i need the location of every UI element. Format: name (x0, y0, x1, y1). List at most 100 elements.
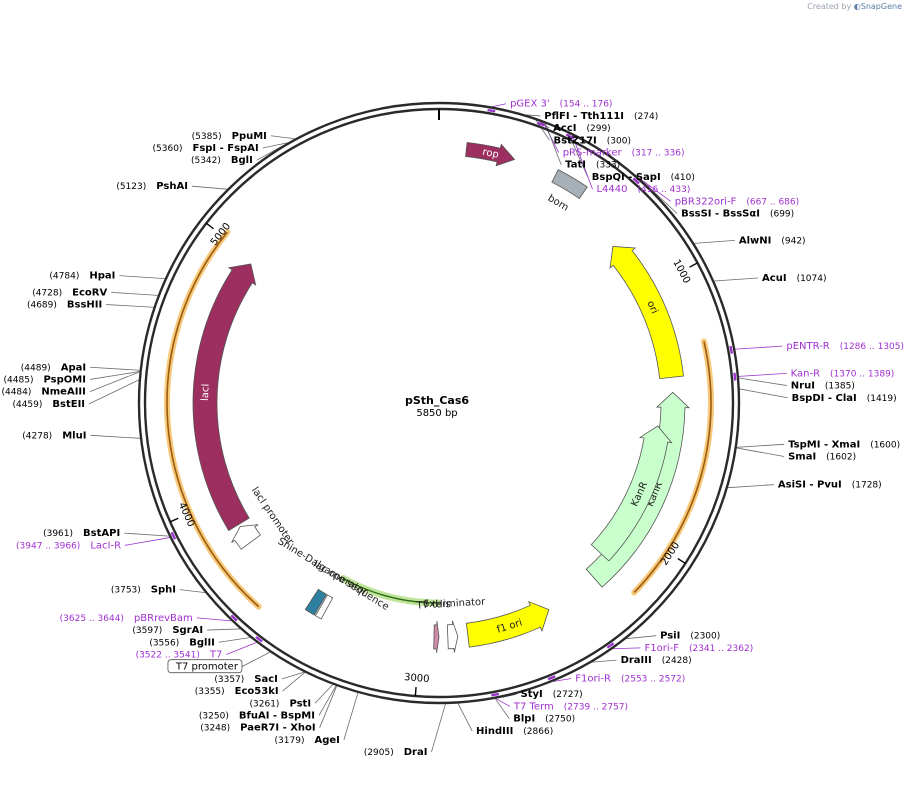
label-name-eco53ki: Eco53kI (235, 686, 279, 697)
label-psti: (3261) PstI (250, 698, 312, 709)
label-nmeaiii: (4484) NmeAIII (1, 387, 85, 398)
label-name-t7: T7 (209, 649, 222, 660)
label-pos-t7: (3522 .. 3541) (136, 650, 200, 660)
label-psii: PsiI(2300) (660, 631, 720, 642)
label-bspqi-sapi: BspQI - SapI (410) (592, 172, 695, 183)
label-bglii: (3556)BglII (149, 637, 215, 648)
label-name-drai: DraI (404, 747, 428, 758)
label-hindiii: HindIII (2866) (476, 726, 553, 737)
plasmid-name: pSth_Cas6 (405, 394, 469, 407)
leader-bgli (256, 145, 283, 161)
leader-smai (736, 447, 785, 457)
label-pos-pspomi: (4485) (4, 375, 34, 385)
backbone-outer-ring (137, 101, 741, 705)
label-name-ppumi: PpuMI (232, 131, 267, 142)
label-name-tspmi-xmai: TspMI - XmaI (788, 439, 860, 450)
label-mlui: (4278) MluI (22, 430, 86, 441)
tick-mark-4000 (169, 517, 179, 523)
label-pspomi: (4485) PspOMI (4, 374, 86, 385)
label-drai: (2905) DraI (364, 747, 428, 758)
label-pos-hpai: (4784) (49, 272, 79, 282)
leader-mlui (90, 434, 141, 439)
label-pos-tati: (333) (596, 161, 620, 171)
tick-label-3000: 3000 (404, 672, 430, 685)
label-pos-agei: (3179) (275, 736, 305, 746)
label-name-bspqi-sapi: BspQI - SapI (592, 172, 661, 183)
label-pos-nrui: (1385) (825, 382, 855, 392)
feature-kanr-4 (590, 425, 673, 562)
leader-blpi (494, 698, 510, 719)
label-name-paer7i-xhoi: PaeR7I - XhoI (240, 723, 316, 734)
label-name-t7-term: T7 Term (513, 701, 554, 712)
label-pos-bfuai-bspmi: (3250) (199, 711, 229, 721)
label-name-pbrrevbam: pBRrevBam (134, 613, 193, 624)
orange-feature-arcs (164, 229, 714, 610)
label-t7-term: T7 Term(2739 .. 2757) (513, 701, 628, 712)
label-pos-f1ori-r: (2553 .. 2572) (621, 675, 685, 685)
label-name-bsshii: BssHII (67, 300, 102, 311)
label-pos-nmeaiii: (4484) (1, 388, 31, 398)
leader-kan-r (738, 372, 787, 377)
label-pos-bsteii: (4459) (12, 400, 42, 410)
label-name-bstz17i: BstZ17I (554, 135, 597, 146)
leader-hpai (119, 275, 165, 280)
leader-pbrrevbam (196, 617, 232, 622)
credit-brand: SnapGene (860, 2, 902, 11)
label-pos-smai: (1602) (826, 452, 856, 462)
leader-sphi (179, 589, 206, 594)
label-alwni: AlwNI(942) (739, 235, 806, 246)
leader-paer7i-xhoi (319, 685, 338, 728)
label-name-bspdi-clai: BspDI - ClaI (792, 393, 857, 404)
label-pos-pbr322ori-f: (667 .. 686) (746, 197, 799, 207)
leader-ecorv (111, 291, 158, 296)
label-bsssi-bsss-i: BssSI - BssSαI (699) (681, 209, 794, 220)
label-pos-hindiii: (2866) (523, 727, 553, 737)
label-pos-bspdi-clai: (1419) (867, 394, 897, 404)
label-name-nmeaiii: NmeAIII (41, 387, 85, 398)
label-pos-drai: (2905) (364, 748, 394, 758)
label-pos-styi: (2727) (553, 690, 583, 700)
label-bsshii: (4689)BssHII (27, 300, 102, 311)
label-name-ecorv: EcoRV (72, 287, 107, 298)
label-pos-apai: (4489) (21, 363, 51, 373)
label-bgli: (5342)BglI (191, 155, 253, 166)
orange-arc-0 (633, 341, 712, 594)
leader-pflfi-tth111i (526, 114, 541, 117)
leader-agei (343, 692, 359, 740)
label-pos-bspqi-sapi: (410) (671, 173, 695, 183)
label-name-prs-marker: pRS-marker (563, 148, 623, 159)
label-prs-marker: pRS-marker(317 .. 336) (563, 148, 685, 159)
label-name-pshai: PshAI (156, 181, 188, 192)
label-pbr322ori-f: pBR322ori-F(667 .. 686) (675, 196, 799, 207)
label-draiii: DraIII(2428) (621, 655, 692, 666)
label-name-bsssi-bsss-i: BssSI - BssSαI (681, 209, 760, 220)
label-name-l4440: L4440 (596, 184, 627, 195)
label-name-laci-r: LacI-R (90, 540, 121, 551)
label-name-bgli: BglI (231, 155, 253, 166)
credit-prefix: Created by (807, 2, 852, 11)
leader-tspmi-xmai (736, 443, 785, 448)
label-name-bstapi: BstAPI (83, 528, 120, 539)
label-sgrai: (3597)SgrAI (132, 625, 203, 636)
leader-tati (544, 120, 562, 165)
label-name-mlui: MluI (62, 430, 86, 441)
label-name-psii: PsiI (660, 631, 680, 642)
label-name-psti: PstI (289, 698, 311, 709)
primer-mark-pbr322ori-f (632, 177, 640, 185)
label-blpi: BlpI(2750) (513, 714, 575, 725)
orange-arc-1 (166, 231, 260, 608)
label-f1ori-r: F1ori-R(2553 .. 2572) (575, 674, 685, 685)
label-name-hindiii: HindIII (476, 726, 513, 737)
label-pos-pbrrevbam: (3625 .. 3644) (60, 614, 124, 624)
label-pos-psti: (3261) (250, 699, 280, 709)
label-name-pspomi: PspOMI (43, 374, 85, 385)
label-bstz17i: BstZ17I(300) (554, 135, 631, 146)
primer-mark-f1ori-f (606, 642, 615, 649)
label-pos-bsssi-bsss-i: (699) (770, 210, 794, 220)
feature-shine-dalgarno-sequence-9 (304, 588, 328, 616)
label-pos-mlui: (4278) (22, 431, 52, 441)
leader-bglii (218, 637, 251, 643)
label-pflfi-tth111i: PflFI - Tth111I(274) (544, 111, 658, 122)
leader-drai (431, 703, 446, 753)
label-name-bfuai-bspmi: BfuAI - BspMI (239, 710, 315, 721)
